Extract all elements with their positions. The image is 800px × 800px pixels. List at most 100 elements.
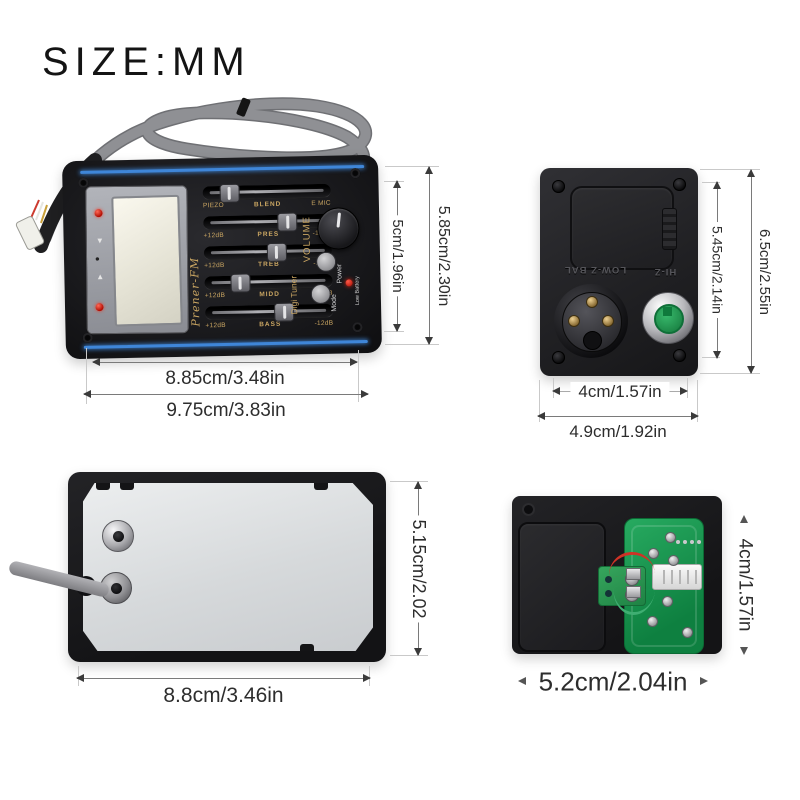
blue-accent-stripe-bottom [83,339,368,349]
screw-hole [673,178,686,191]
dim-front-height-outer: 5.85cm/2.30in [425,166,452,345]
preamp-front-view: ▼ ● ▲ Prener-FM PIEZO BLEND E MIC +12dB PRE… [61,154,383,360]
white-pin-connector [652,564,702,590]
slider-name: TREB [258,260,280,269]
slider-left-label: +12dB [204,261,225,270]
mode-button-label: Mode [330,294,339,312]
dim-front-width-outer: 9.75cm/3.83in [83,390,369,421]
solder-joint [668,555,679,566]
mount-notch [120,483,134,490]
dim-label: 5cm/1.96in [389,215,406,297]
blend-slider [202,183,331,204]
eq-sliders: PIEZO BLEND E MIC +12dB PRES -12dB +12dB TREB… [202,183,334,337]
mount-notch [96,483,110,490]
slider-name: BLEND [253,200,282,209]
slider-right-label: E MIC [311,199,331,208]
battery-door-latch [662,208,677,250]
xlr-latch-tab [583,331,602,350]
mount-notch [300,644,314,651]
blue-accent-stripe-top [80,165,365,174]
dim-jack-height-inner: 5.45cm/2.14in [709,181,726,359]
jack-plate-view: LOW-Z BAL HI-Z [540,168,698,376]
dim-label: 8.8cm/3.46in [163,684,284,707]
slider-left-label: PIEZO [202,201,225,210]
output-jack-rear [102,520,134,552]
solder-pad [626,568,641,580]
slider-left-label: +12dB [205,321,226,330]
solder-joint [647,616,658,627]
power-button [315,251,337,273]
slider-name: PRES [257,230,280,239]
battery-door [570,186,674,270]
screw-hole [352,322,363,333]
dim-front-height-inner: 5cm/1.96in [389,180,406,332]
dim-label: 5.85cm/2.30in [435,205,452,306]
note-icon: ● [94,254,100,264]
slider-knob [266,242,287,263]
dim-pcb-height: 4cm/1.57in [735,515,756,655]
low-battery-led [345,279,353,287]
slider-left-label: +12dB [204,291,226,300]
low-z-label: LOW-Z BAL [563,264,627,275]
solder-joint [648,548,659,559]
slider-knob [229,273,251,293]
dim-pcb-width: 5.2cm/2.04in [518,666,708,696]
dim-back-height: 5.15cm/2.02 [408,481,429,656]
xlr-connector [554,284,628,358]
slider-knob [219,183,240,204]
slider-name: MIDD [259,290,280,299]
battery-holder [518,522,606,652]
solder-joint [665,532,676,543]
tuner-lcd-screen [111,194,183,327]
dim-label: 5.15cm/2.02 [408,514,429,623]
screw-hole [552,180,565,193]
mount-notch [314,483,328,490]
wire-connector [15,199,48,250]
dim-front-width-inner: 8.85cm/3.48in [92,358,358,389]
solder-joint [662,596,673,607]
xlr-pin [586,296,598,308]
xlr-pin [568,315,580,327]
hi-z-label: HI-Z [653,266,677,277]
low-battery-label: Low Battery [354,276,362,306]
back-cover-plate [83,483,373,651]
arrow-down-icon: ▼ [95,236,104,246]
digi-tuner-label: Digi Tuner [288,275,300,315]
tuner-led-bottom [95,303,104,312]
dim-label: 6.5cm/2.55in [756,228,773,315]
quarter-inch-jack [642,292,694,344]
brand-label: Prener-FM [187,256,203,327]
volume-label: VOLUME [301,215,314,263]
tuner-display-module: ▼ ● ▲ [85,185,189,335]
dim-label: 9.75cm/3.83in [166,400,286,421]
dim-label: 4.9cm/1.92in [569,422,667,441]
xlr-pin [602,315,614,327]
dim-label: 4cm/1.57in [570,381,670,402]
screw-hole [350,168,361,179]
slider-knob [277,212,298,232]
dim-jack-width-inner: 4cm/1.57in [552,381,688,402]
power-button-label: Power [336,263,344,284]
slider-left-label: +12dB [203,231,225,240]
bass-slider [205,302,334,322]
back-plate-view [7,472,386,662]
screw-hole [522,503,535,516]
pcb-unit-view [512,496,722,654]
screw-hole [82,332,93,343]
solder-joint [682,627,693,638]
page-title: SIZE:MM [42,40,251,84]
dim-back-width: 8.8cm/3.46in [76,674,371,707]
dim-label: 5.45cm/2.14in [709,222,726,318]
arrow-up-icon: ▲ [96,272,105,282]
jack-green-insert [654,304,684,334]
tuner-led-top [94,209,103,218]
volume-knob [316,207,360,250]
dim-label: 5.2cm/2.04in [538,666,688,696]
screw-hole [673,349,686,362]
solder-pad [626,586,641,598]
dim-jack-width-outer: 4.9cm/1.92in [537,412,699,441]
slider-right-label: -12dB [314,319,334,328]
dim-jack-height-outer: 6.5cm/2.55in [747,169,773,374]
